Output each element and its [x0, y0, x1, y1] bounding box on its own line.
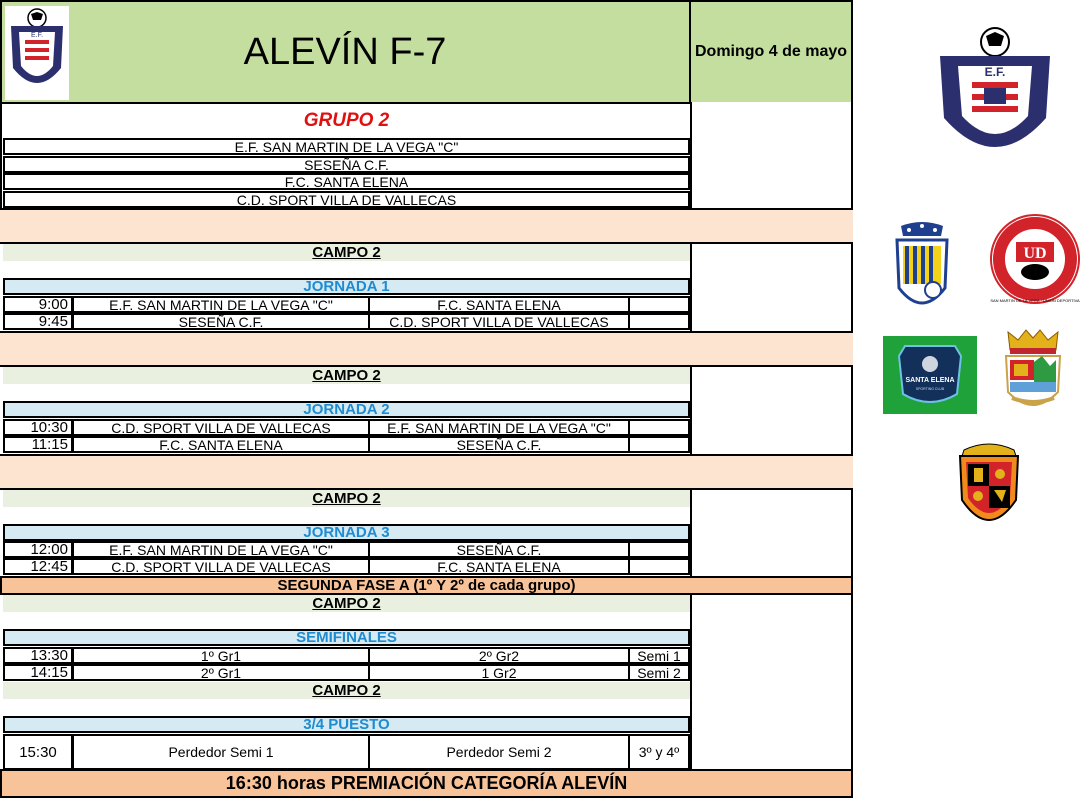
- second-phase-banner: SEGUNDA FASE A (1º Y 2º de cada grupo): [0, 576, 853, 595]
- match-note: [628, 419, 690, 436]
- header-logo-text: E.F.: [31, 32, 43, 39]
- big-logo-ring-text: SAN MARTIN: [964, 150, 1027, 161]
- group-team-4: C.D. SPORT VILLA DE VALLECAS: [3, 191, 690, 208]
- ud-san-martin-crest-icon: UD SAN MARTIN DE LA VEGA · UNION DEPORTI…: [990, 214, 1080, 304]
- ef-san-martin-logo: E.F. SAN MARTIN: [936, 26, 1054, 168]
- match-time: 9:00: [3, 296, 73, 313]
- round-title: JORNADA 3: [3, 524, 690, 541]
- page-title: ALEVÍN F-7: [243, 31, 447, 73]
- match-note: Semi 1: [628, 647, 690, 664]
- campo-label: CAMPO 2: [3, 367, 690, 384]
- match-home: E.F. SAN MARTIN DE LA VEGA "C": [72, 541, 370, 558]
- schedule-sheet: E.F. ALEVÍN F-7 Domingo 4 de mayo GRUPO …: [0, 0, 853, 798]
- match-time: 14:15: [3, 664, 73, 681]
- match-away: F.C. SANTA ELENA: [368, 558, 630, 575]
- match-time: 10:30: [3, 419, 73, 436]
- match-away: 1 Gr2: [368, 664, 630, 681]
- match-home: F.C. SANTA ELENA: [72, 436, 370, 453]
- ef-san-martin-crest-icon: E.F.: [11, 8, 63, 83]
- match-time: 12:45: [3, 558, 73, 575]
- match-away: F.C. SANTA ELENA: [368, 296, 630, 313]
- ef-san-martin-crest-icon: E.F. SAN MARTIN: [940, 27, 1050, 161]
- match-away: Perdedor Semi 2: [368, 734, 630, 770]
- round-title: JORNADA 1: [3, 278, 690, 295]
- santa-elena-sub-text: SPORTING CLUB: [916, 387, 945, 391]
- match-home: SESEÑA C.F.: [72, 313, 370, 330]
- match-away: SESEÑA C.F.: [368, 436, 630, 453]
- santa-elena-logo: SANTA ELENA SPORTING CLUB: [883, 336, 977, 414]
- group-title: GRUPO 2: [303, 110, 390, 131]
- event-date: Domingo 4 de mayo: [694, 43, 848, 60]
- match-away: C.D. SPORT VILLA DE VALLECAS: [368, 313, 630, 330]
- group-team-3: F.C. SANTA ELENA: [3, 173, 690, 190]
- match-note: [628, 541, 690, 558]
- round-title: JORNADA 2: [3, 401, 690, 418]
- match-home: 1º Gr1: [72, 647, 370, 664]
- santa-elena-crest-icon: SANTA ELENA SPORTING CLUB: [883, 336, 977, 414]
- header-logo: E.F.: [5, 6, 69, 100]
- group-team-2: SESEÑA C.F.: [3, 156, 690, 173]
- match-time: 15:30: [3, 734, 73, 770]
- separator-band: [0, 331, 853, 367]
- black-red-crest-logo: [956, 440, 1022, 540]
- header-divider: [689, 0, 691, 104]
- match-away: 2º Gr2: [368, 647, 630, 664]
- match-note: Semi 2: [628, 664, 690, 681]
- sesena-logo: [998, 326, 1068, 418]
- campo-label: CAMPO 2: [3, 490, 690, 507]
- semifinals-title: SEMIFINALES: [3, 629, 690, 646]
- match-home: 2º Gr1: [72, 664, 370, 681]
- sesena-crest-icon: [1004, 329, 1062, 406]
- match-note: [628, 436, 690, 453]
- blue-yellow-crest-logo: [893, 218, 951, 314]
- group-team-1: E.F. SAN MARTIN DE LA VEGA "C": [3, 138, 690, 155]
- campo-label: CAMPO 2: [3, 682, 690, 699]
- match-time: 11:15: [3, 436, 73, 453]
- separator-band: [0, 208, 853, 244]
- ud-san-martin-logo: UD SAN MARTIN DE LA VEGA · UNION DEPORTI…: [986, 212, 1084, 306]
- match-note: [628, 313, 690, 330]
- header-bar: [0, 0, 853, 104]
- match-away: SESEÑA C.F.: [368, 541, 630, 558]
- big-logo-top-text: E.F.: [985, 65, 1006, 79]
- campo-label: CAMPO 2: [3, 244, 690, 261]
- match-note: 3º y 4º: [628, 734, 690, 770]
- match-time: 12:00: [3, 541, 73, 558]
- separator-band: [0, 454, 853, 490]
- third-place-title: 3/4 PUESTO: [3, 716, 690, 733]
- ud-letters-text: UD: [1023, 245, 1046, 262]
- ud-ring-text: SAN MARTIN DE LA VEGA · UNION DEPORTIVA: [990, 298, 1080, 303]
- black-red-crest-icon: [958, 443, 1020, 521]
- match-home: C.D. SPORT VILLA DE VALLECAS: [72, 558, 370, 575]
- match-time: 9:45: [3, 313, 73, 330]
- match-time: 13:30: [3, 647, 73, 664]
- right-column: [690, 102, 853, 778]
- match-away: E.F. SAN MARTIN DE LA VEGA "C": [368, 419, 630, 436]
- ceremony-banner: 16:30 horas PREMIACIÓN CATEGORÍA ALEVÍN: [0, 769, 853, 798]
- santa-elena-name-text: SANTA ELENA: [906, 377, 955, 384]
- campo-label: CAMPO 2: [3, 595, 690, 612]
- match-home: E.F. SAN MARTIN DE LA VEGA "C": [72, 296, 370, 313]
- match-note: [628, 296, 690, 313]
- match-home: C.D. SPORT VILLA DE VALLECAS: [72, 419, 370, 436]
- match-note: [628, 558, 690, 575]
- blue-yellow-crest-icon: [895, 222, 949, 305]
- match-home: Perdedor Semi 1: [72, 734, 370, 770]
